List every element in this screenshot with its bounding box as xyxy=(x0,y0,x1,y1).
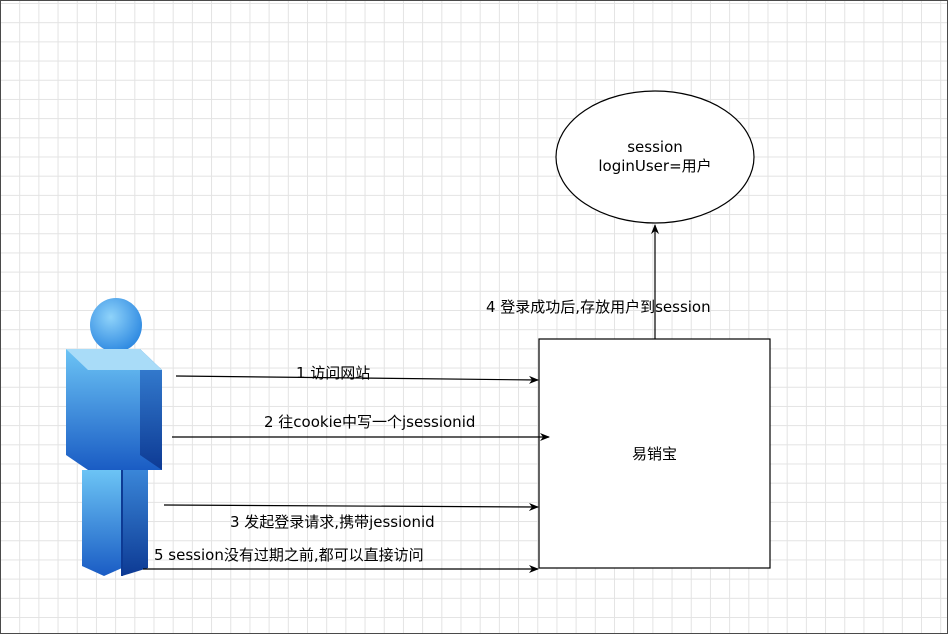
session-node-line1: session xyxy=(627,138,683,156)
edge-1-arrow xyxy=(175,375,539,384)
session-node-shape xyxy=(555,90,755,224)
edge-3-arrow xyxy=(163,502,539,511)
edge-2-label: 2 往cookie中写一个jsessionid xyxy=(264,413,476,431)
user-person-icon xyxy=(66,298,162,576)
session-node: session loginUser=用户 xyxy=(556,138,754,176)
edge-1-label: 1 访问网站 xyxy=(296,364,371,382)
server-node-label: 易销宝 xyxy=(631,445,677,463)
server-node-shape xyxy=(538,338,771,569)
session-node-line2: loginUser=用户 xyxy=(598,157,712,175)
edge-3-label: 3 发起登录请求,携带jessionid xyxy=(230,513,435,531)
edge-4-label: 4 登录成功后,存放用户到session xyxy=(486,298,711,316)
edge-5-label: 5 session没有过期之前,都可以直接访问 xyxy=(154,546,424,564)
